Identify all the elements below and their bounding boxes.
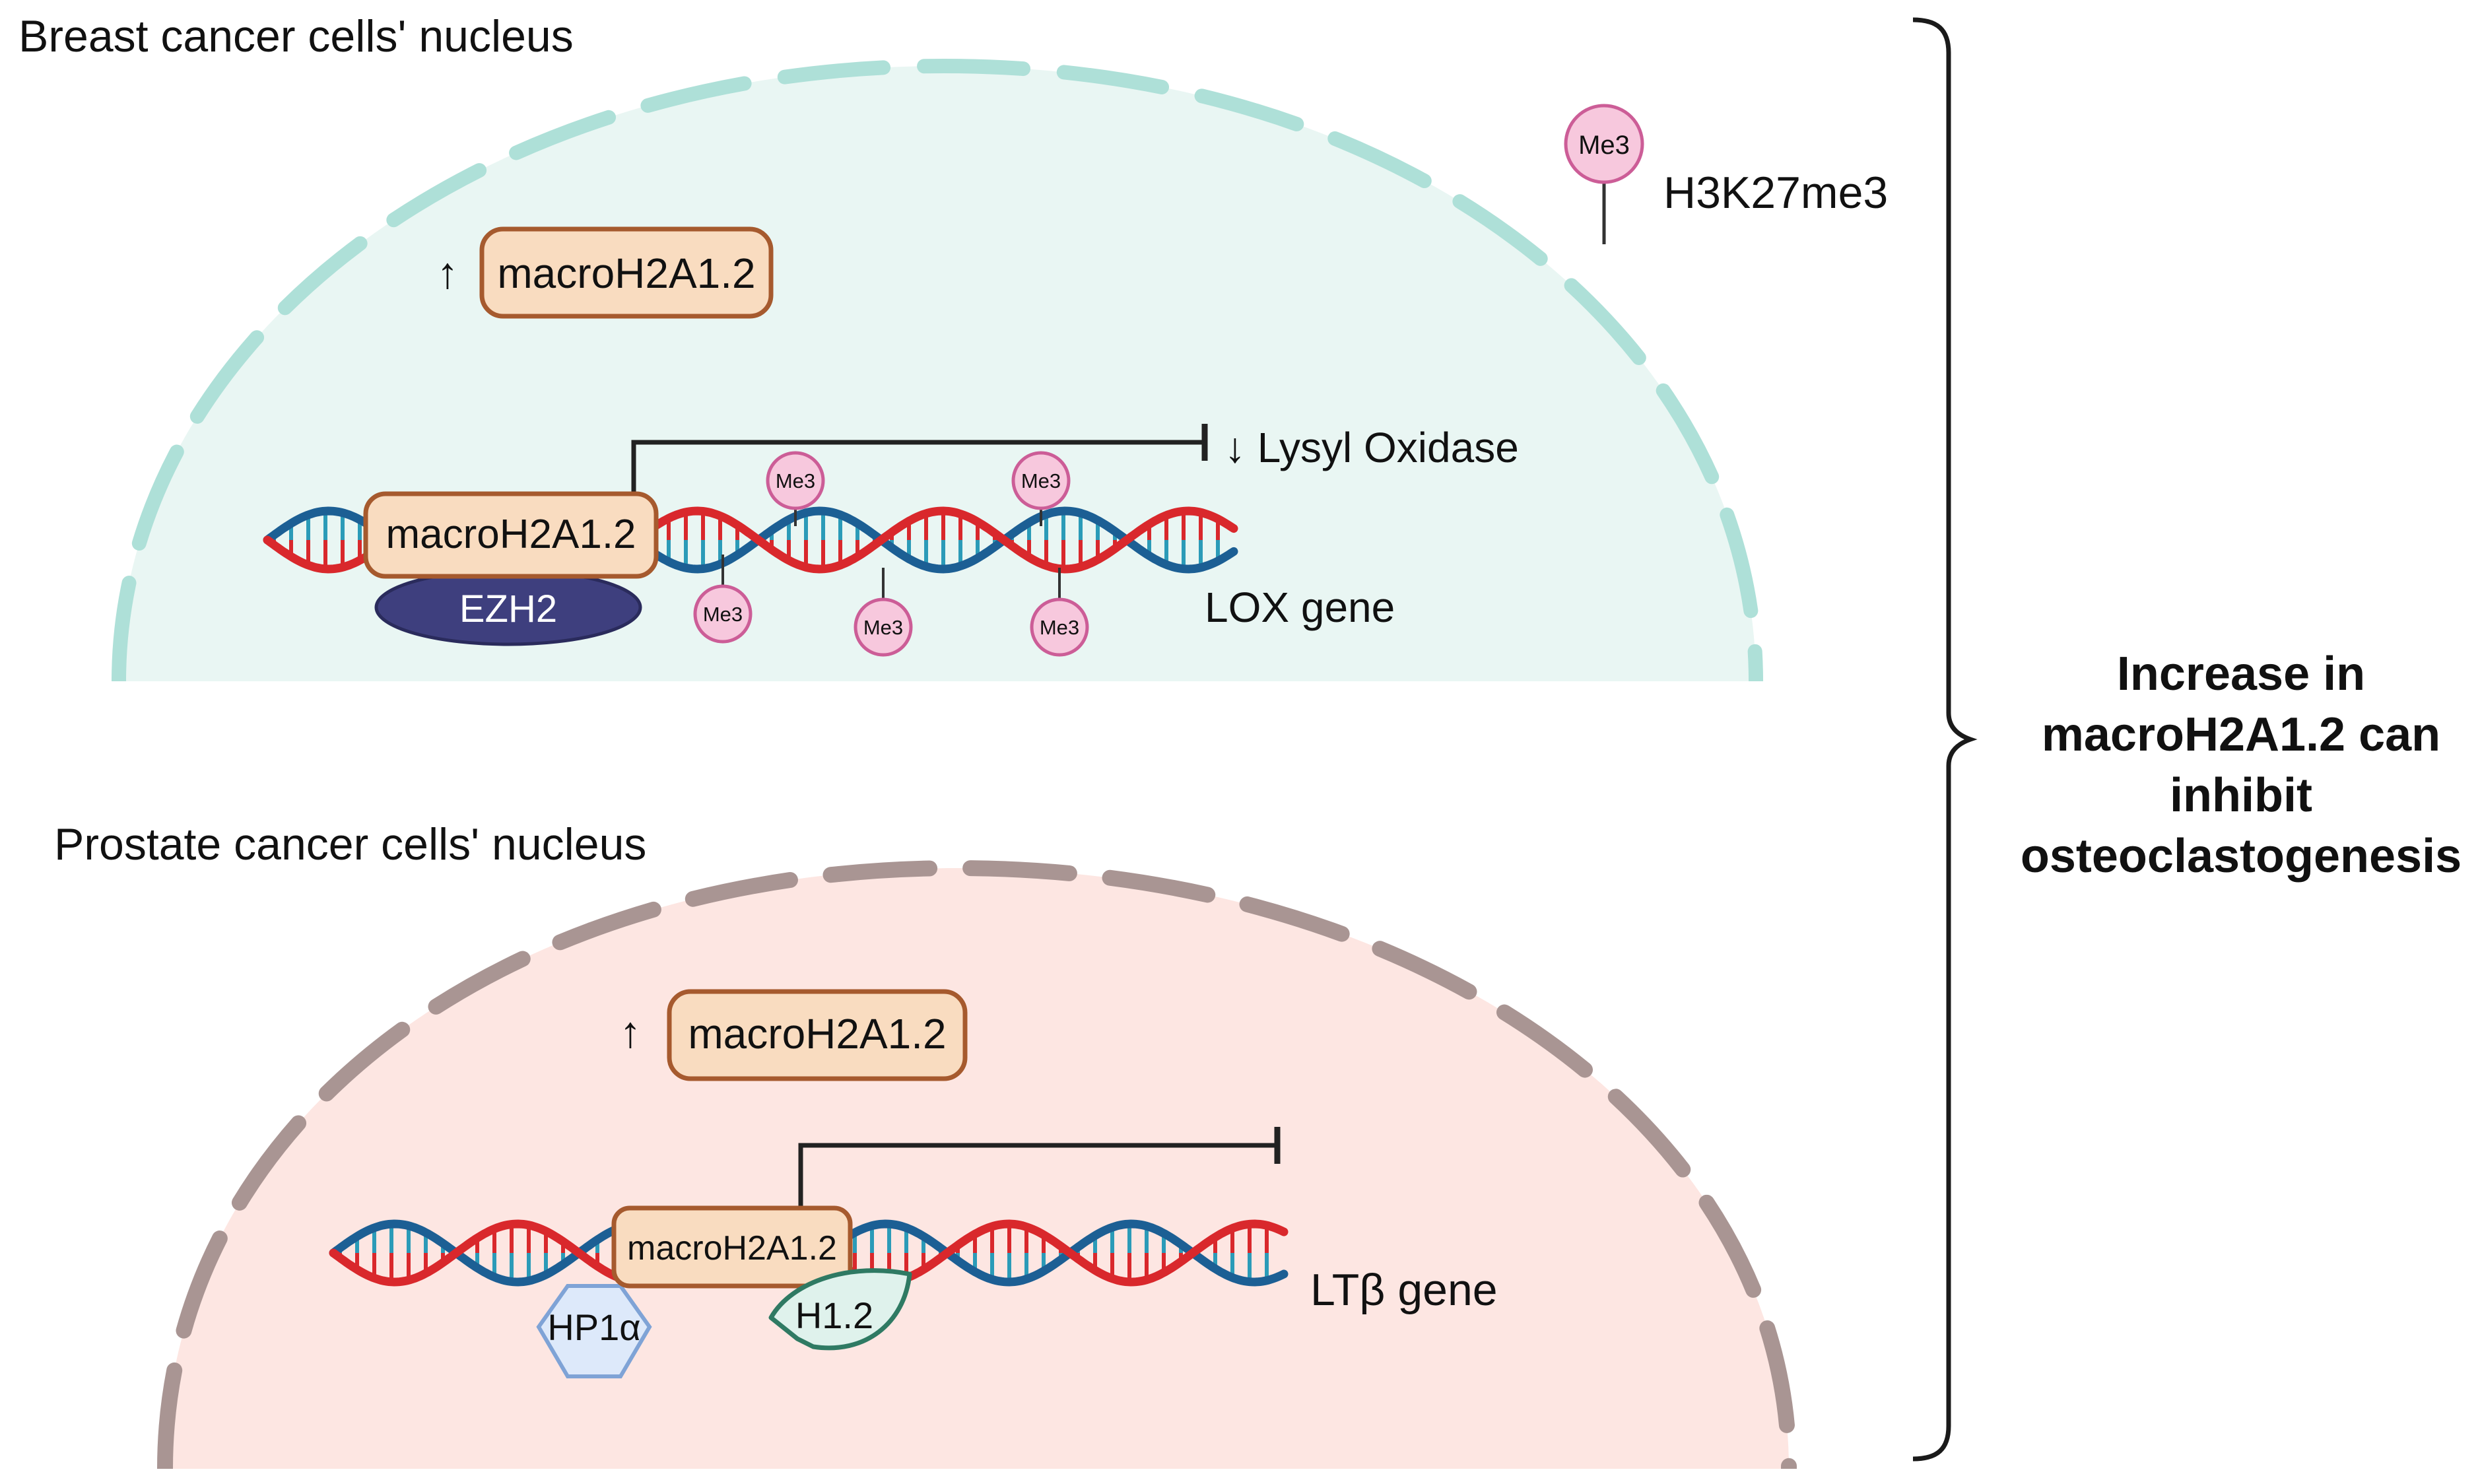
prostate-h12-label: H1.2 bbox=[795, 1295, 873, 1336]
me3-mark-circle bbox=[766, 451, 825, 510]
breast-repression-line bbox=[631, 440, 1205, 508]
legend-me3: Me3 H3K27me3 bbox=[1564, 104, 1888, 244]
me3-mark-circle bbox=[1030, 597, 1089, 657]
me3-mark-circle bbox=[693, 584, 753, 644]
breast-bound-macroh2a-box: macroH2A1.2 bbox=[363, 491, 659, 579]
breast-gene-label: LOX gene bbox=[1205, 584, 1395, 631]
conclusion-line: inhibit bbox=[2170, 769, 2312, 822]
breast-ezh2-protein: EZH2 bbox=[374, 568, 642, 646]
me3-mark-label: Me3 bbox=[776, 469, 815, 492]
breast-up-arrow: ↑ bbox=[437, 248, 459, 297]
prostate-nucleus-body bbox=[165, 868, 1789, 1469]
me3-mark: Me3 bbox=[1011, 451, 1071, 526]
breast-effect-label: ↓ Lysyl Oxidase bbox=[1224, 424, 1519, 471]
prostate-bound-macroh2a-label: macroH2A1.2 bbox=[627, 1229, 837, 1267]
prostate-hp1a-label: HP1α bbox=[547, 1306, 640, 1348]
prostate-bound-macroh2a-box: macroH2A1.2 bbox=[611, 1205, 853, 1289]
breast-nucleus-body bbox=[119, 66, 1756, 681]
me3-mark: Me3 bbox=[854, 568, 913, 657]
me3-mark: Me3 bbox=[766, 451, 825, 526]
prostate-free-macroh2a-label: macroH2A1.2 bbox=[688, 1010, 946, 1058]
breast-nucleus-panel: Breast cancer cells' nucleus ↑ macroH2A1… bbox=[18, 11, 1763, 681]
prostate-nucleus-membrane bbox=[157, 860, 1797, 1469]
me3-mark-label: Me3 bbox=[1021, 469, 1061, 492]
prostate-nucleus-panel: Prostate cancer cells' nucleus ↑ macroH2… bbox=[54, 819, 1797, 1469]
conclusion-text: Increase in macroH2A1.2 can inhibit osteocl… bbox=[2021, 648, 2462, 883]
legend-me3-label: Me3 bbox=[1578, 131, 1630, 160]
prostate-free-macroh2a-box: macroH2A1.2 bbox=[667, 989, 968, 1081]
breast-ezh2-label: EZH2 bbox=[459, 588, 557, 630]
breast-nucleus-membrane bbox=[112, 58, 1763, 681]
conclusion-line: Increase in bbox=[2117, 648, 2365, 700]
me3-mark-circle bbox=[1011, 451, 1071, 510]
prostate-repression-line bbox=[798, 1143, 1277, 1211]
me3-mark-label: Me3 bbox=[1040, 616, 1079, 639]
conclusion-line: osteoclastogenesis bbox=[2021, 830, 2462, 883]
legend-me3-circle bbox=[1564, 104, 1644, 184]
prostate-up-arrow: ↑ bbox=[620, 1007, 642, 1056]
conclusion-line: macroH2A1.2 can bbox=[2042, 708, 2440, 761]
me3-mark-label: Me3 bbox=[703, 603, 743, 626]
legend-h3k27me3-label: H3K27me3 bbox=[1663, 168, 1888, 218]
breast-bound-macroh2a-label: macroH2A1.2 bbox=[385, 512, 636, 557]
me3-mark: Me3 bbox=[1030, 568, 1089, 657]
prostate-hp1a-protein: HP1α bbox=[536, 1284, 652, 1378]
right-brace bbox=[1912, 17, 1978, 1462]
breast-nucleus-title: Breast cancer cells' nucleus bbox=[18, 11, 574, 61]
me3-mark-circle bbox=[854, 597, 913, 657]
breast-free-macroh2a-box: macroH2A1.2 bbox=[479, 226, 774, 319]
breast-free-macroh2a-label: macroH2A1.2 bbox=[497, 250, 755, 297]
prostate-nucleus-title: Prostate cancer cells' nucleus bbox=[54, 819, 646, 869]
me3-mark-label: Me3 bbox=[863, 616, 903, 639]
me3-mark: Me3 bbox=[693, 555, 753, 644]
prostate-gene-label: LTβ gene bbox=[1310, 1265, 1498, 1315]
prostate-h12-protein: H1.2 bbox=[768, 1268, 912, 1351]
